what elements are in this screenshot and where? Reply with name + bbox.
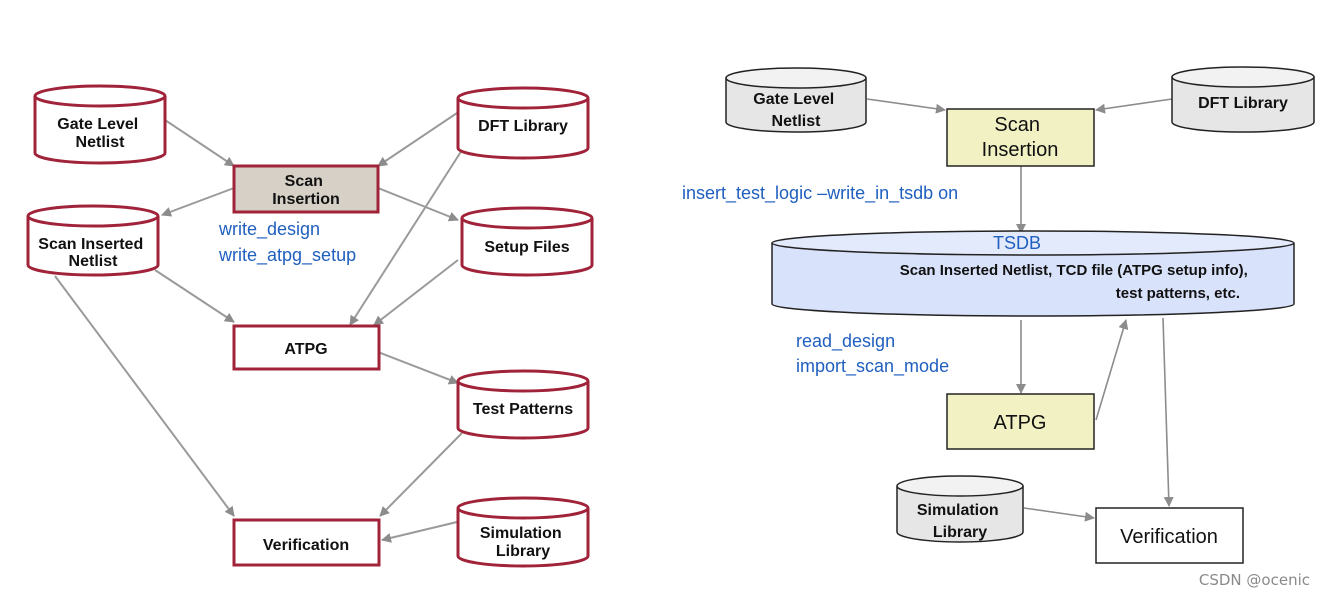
- db-dft-library: DFT Library: [456, 86, 590, 160]
- label-line: Insertion: [272, 191, 340, 208]
- label-dft-library: DFT Library: [1198, 95, 1288, 112]
- arrow-scan-to-netlist: [161, 187, 235, 217]
- arrow-dft-to-scan: [377, 112, 458, 167]
- label-line: Netlist: [772, 113, 822, 130]
- box-atpg: ATPG: [946, 393, 1095, 450]
- label-line: Simulation: [917, 502, 999, 519]
- left-flow: Gate Level Netlist DFT Library Scan Inse…: [26, 84, 594, 568]
- box-verification: Verification: [232, 518, 381, 567]
- label-line: Netlist: [69, 253, 119, 270]
- arrow-atpg-to-patterns: [377, 351, 459, 385]
- command-write-atpg-setup: write_atpg_setup: [218, 245, 356, 266]
- arrow-dft-to-scan: [1095, 98, 1173, 114]
- arrow-atpg-to-tsdb: [1095, 319, 1129, 421]
- svg-text:Gate Level Netlist: Gate Level Netlist: [57, 116, 142, 151]
- db-dft-library: DFT Library: [1171, 66, 1315, 133]
- svg-text:Scan Insertion: Scan Insertion: [982, 114, 1059, 161]
- label-setup-files: Setup Files: [484, 239, 569, 256]
- arrow-gate-to-scan: [164, 119, 235, 167]
- tsdb-content-line: Scan Inserted Netlist, TCD file (ATPG se…: [900, 262, 1248, 279]
- arrow-netlist-to-atpg: [154, 269, 235, 323]
- arrow-setup-to-atpg: [373, 259, 459, 326]
- db-simulation-library: Simulation Library: [896, 475, 1024, 543]
- svg-text:read_design import_scan_: read_design import_scan_mode: [796, 331, 949, 377]
- label-atpg: ATPG: [284, 341, 327, 358]
- left-arrows: [54, 112, 463, 543]
- label-line: Library: [933, 524, 987, 541]
- svg-text:Scan Inserted Netlist, TCD fil: Scan Inserted Netlist, TCD file (ATPG se…: [900, 262, 1252, 302]
- command-import-scan-mode: import_scan_mode: [796, 356, 949, 377]
- tsdb-content-line: test patterns, etc.: [1116, 285, 1240, 302]
- label-atpg: ATPG: [994, 412, 1047, 434]
- label-line: Gate Level: [753, 91, 834, 108]
- box-verification: Verification: [1095, 507, 1244, 564]
- box-atpg: ATPG: [232, 324, 381, 371]
- box-scan-insertion: Scan Insertion: [232, 164, 380, 214]
- db-simulation-library: Simulation Library: [456, 496, 590, 568]
- right-flow: Gate Level Netlist DFT Library Scan Inse…: [682, 66, 1315, 564]
- label-line: Library: [496, 543, 550, 560]
- arrow-netlist-to-verification: [54, 275, 235, 517]
- label-verification: Verification: [263, 537, 349, 554]
- command-read-design: read_design: [796, 331, 895, 352]
- label-dft-library: DFT Library: [478, 118, 568, 135]
- db-gate-level-netlist: Gate Level Netlist: [725, 67, 867, 133]
- label-line: Scan Inserted: [38, 236, 143, 253]
- db-test-patterns: Test Patterns: [456, 369, 590, 440]
- svg-text:Gate Level Netlist: Gate Level Netlist: [753, 91, 838, 130]
- arrow-gate-to-scan: [866, 98, 946, 114]
- arrow-simlib-to-verification: [1023, 507, 1095, 522]
- arrow-simlib-to-verification: [381, 521, 458, 543]
- label-line: Netlist: [76, 134, 126, 151]
- svg-text:Scan Inserted Netlist: Scan Inserted Netlist: [38, 236, 147, 270]
- watermark: CSDN @ocenic: [1199, 571, 1310, 589]
- label-line: Scan: [285, 173, 323, 190]
- svg-text:write_design write_atpg_: write_design write_atpg_setup: [218, 219, 356, 266]
- label-test-patterns: Test Patterns: [473, 401, 573, 418]
- arrow-dft-to-atpg: [349, 149, 463, 326]
- arrow-scan-to-setup: [377, 187, 459, 222]
- label-line: Simulation: [480, 525, 562, 542]
- arrow-patterns-to-verification: [379, 432, 463, 517]
- right-arrows: [866, 98, 1174, 522]
- db-gate-level-netlist: Gate Level Netlist: [33, 84, 167, 165]
- tsdb-title: TSDB: [993, 233, 1041, 253]
- command-insert-test-logic: insert_test_logic –write_in_tsdb on: [682, 183, 958, 204]
- db-tsdb: TSDB Scan Inserted Netlist, TCD file (AT…: [771, 230, 1295, 317]
- label-line: Gate Level: [57, 116, 138, 133]
- box-scan-insertion: Scan Insertion: [946, 108, 1095, 167]
- label-line: Insertion: [982, 139, 1059, 161]
- svg-text:Scan Insertion: Scan Insertion: [272, 173, 340, 208]
- command-write-design: write_design: [218, 219, 320, 240]
- db-setup-files: Setup Files: [460, 206, 594, 277]
- arrow-tsdb-to-verification: [1162, 317, 1174, 507]
- svg-text:Simulation Library: Simulation Library: [917, 502, 1003, 541]
- label-line: Scan: [994, 114, 1040, 136]
- db-scan-inserted-netlist: Scan Inserted Netlist: [26, 204, 160, 277]
- svg-text:Simulation Library: Simulation Library: [480, 525, 566, 560]
- label-verification: Verification: [1120, 526, 1218, 548]
